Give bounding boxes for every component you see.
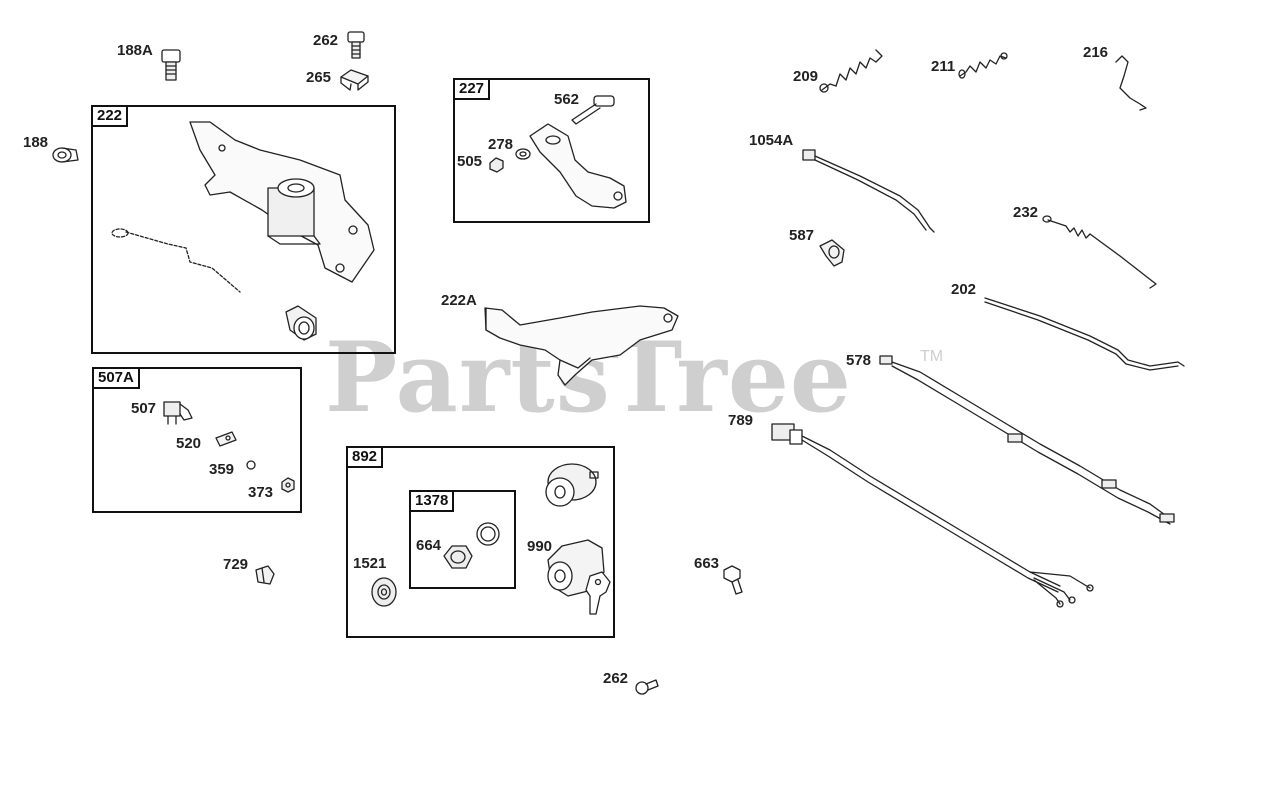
wire-harness-789-shape[interactable]: [771, 423, 1094, 608]
box-1378: 1378: [409, 490, 516, 589]
label-663[interactable]: 663: [694, 555, 720, 572]
label-232[interactable]: 232: [1013, 204, 1039, 221]
label-990[interactable]: 990: [527, 538, 553, 555]
label-729[interactable]: 729: [223, 556, 249, 573]
screw-188-shape[interactable]: [52, 147, 79, 163]
label-278[interactable]: 278: [488, 136, 514, 153]
label-188[interactable]: 188: [23, 134, 49, 151]
bolt-562-shape[interactable]: [571, 95, 615, 125]
lever-227-shape[interactable]: [529, 123, 627, 209]
label-211[interactable]: 211: [931, 58, 956, 75]
key-990-shape[interactable]: [585, 571, 611, 615]
label-664[interactable]: 664: [416, 537, 442, 554]
label-262-top[interactable]: 262: [313, 32, 339, 49]
label-373[interactable]: 373: [248, 484, 274, 501]
box-892-tag[interactable]: 892: [346, 446, 384, 468]
rod-216-shape[interactable]: [1115, 55, 1147, 111]
label-505[interactable]: 505: [457, 153, 483, 170]
label-789[interactable]: 789: [728, 412, 754, 429]
cable-tie-1054a-shape[interactable]: [802, 149, 935, 233]
rod-202-shape[interactable]: [984, 297, 1185, 371]
clamp-587-shape[interactable]: [819, 239, 845, 267]
label-578[interactable]: 578: [846, 352, 872, 369]
nut-505-shape[interactable]: [489, 157, 504, 173]
box-507a: 507A: [92, 367, 302, 513]
label-359[interactable]: 359: [209, 461, 235, 478]
label-222a[interactable]: 222A: [441, 292, 477, 309]
box-227: 227: [453, 78, 650, 223]
label-262-bottom[interactable]: 262: [603, 670, 629, 687]
switch-507-shape[interactable]: [163, 401, 193, 425]
label-587[interactable]: 587: [789, 227, 815, 244]
label-216[interactable]: 216: [1083, 44, 1109, 61]
throttle-bracket-shape[interactable]: [189, 121, 375, 283]
washer-278-shape[interactable]: [515, 148, 531, 160]
bolt-262-top-shape[interactable]: [347, 31, 365, 59]
spring-211-shape[interactable]: [958, 52, 1008, 79]
label-265[interactable]: 265: [306, 69, 332, 86]
bolt-663-shape[interactable]: [723, 565, 743, 595]
box-222-tag[interactable]: 222: [91, 105, 129, 127]
label-209[interactable]: 209: [793, 68, 819, 85]
label-562[interactable]: 562: [554, 91, 580, 108]
bolt-188a-shape[interactable]: [161, 49, 181, 81]
label-188a[interactable]: 188A: [117, 42, 153, 59]
bearing-1521-shape[interactable]: [371, 577, 397, 607]
clip-265-shape[interactable]: [340, 69, 369, 91]
box-222: 222: [91, 105, 396, 354]
box-227-tag[interactable]: 227: [453, 78, 491, 100]
ignition-switch-shape[interactable]: [545, 463, 599, 507]
spring-232-shape[interactable]: [1042, 215, 1157, 289]
terminal-520-shape[interactable]: [215, 431, 237, 447]
spring-209-shape[interactable]: [819, 49, 883, 93]
screw-262-bottom-shape[interactable]: [635, 679, 659, 695]
label-520[interactable]: 520: [176, 435, 202, 452]
box-507a-tag[interactable]: 507A: [92, 367, 140, 389]
nut-373-shape[interactable]: [281, 477, 295, 493]
label-202[interactable]: 202: [951, 281, 977, 298]
watermark-trademark: TM: [920, 348, 944, 365]
nut-664-shape[interactable]: [443, 545, 473, 569]
clip-729-shape[interactable]: [255, 565, 275, 585]
ring-1378-shape[interactable]: [476, 522, 500, 546]
label-1054a[interactable]: 1054A: [749, 132, 794, 149]
label-507[interactable]: 507: [131, 400, 157, 417]
bracket-222a-shape[interactable]: [484, 305, 679, 386]
wire-harness-578-shape[interactable]: [879, 355, 1175, 525]
box-1378-tag[interactable]: 1378: [409, 490, 455, 512]
label-1521[interactable]: 1521: [353, 555, 387, 572]
knob-222-shape[interactable]: [285, 305, 317, 341]
box-892: 892: [346, 446, 615, 638]
washer-359-shape[interactable]: [246, 460, 256, 470]
throttle-link-rod-shape[interactable]: [111, 228, 241, 293]
